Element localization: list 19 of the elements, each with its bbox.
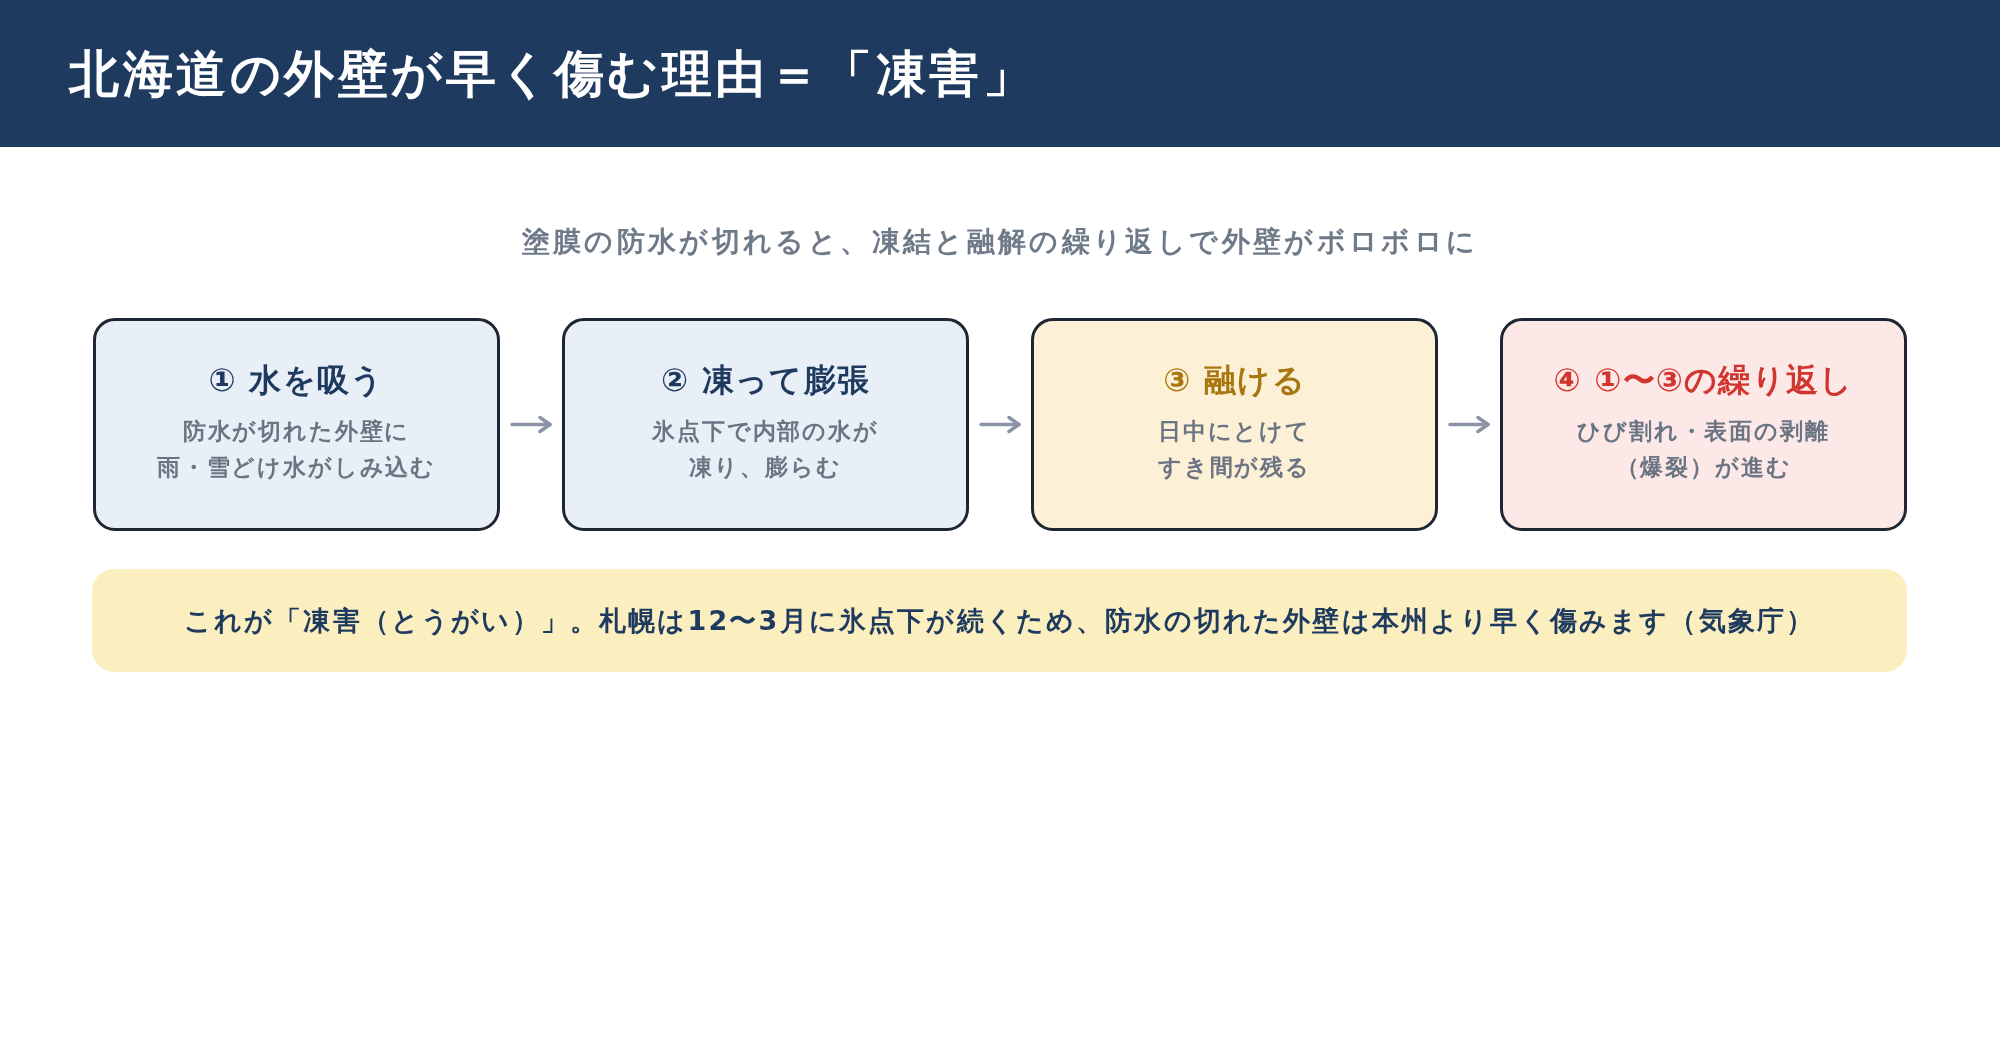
note-text: これが「凍害（とうがい）」。札幌は12〜3月に氷点下が続くため、防水の切れた外壁は本州より早く傷みます（気象庁） (183, 603, 1816, 638)
step-title: ② 凍って膨張 (660, 359, 871, 401)
step-text: 防水が切れた外壁に雨・雪どけ水がしみ込む (156, 416, 437, 482)
step-box (1031, 318, 1438, 531)
step-box (562, 318, 969, 531)
arrow (510, 415, 552, 434)
title: 北海道の外壁が早く傷む理由＝「凍害」 (69, 44, 1036, 104)
arrow (1448, 415, 1490, 434)
step-title: ④ ①〜③の繰り返し (1553, 359, 1854, 401)
step-title: ① 水を吸う (208, 359, 385, 401)
step-text: 日中にとけてすき間が残る (1157, 416, 1311, 482)
step-box (1500, 318, 1907, 531)
step-title: ③ 融ける (1163, 359, 1306, 401)
arrow (979, 415, 1021, 434)
note-band (92, 569, 1907, 672)
step-text: ひび割れ・表面の剥離（爆裂）が進む (1577, 416, 1830, 482)
step-box (93, 318, 500, 531)
subtitle: 塗膜の防水が切れると、凍結と融解の繰り返しで外壁がボロボロに (521, 224, 1479, 260)
step-text: 氷点下で内部の水が凍り、膨らむ (652, 416, 879, 482)
